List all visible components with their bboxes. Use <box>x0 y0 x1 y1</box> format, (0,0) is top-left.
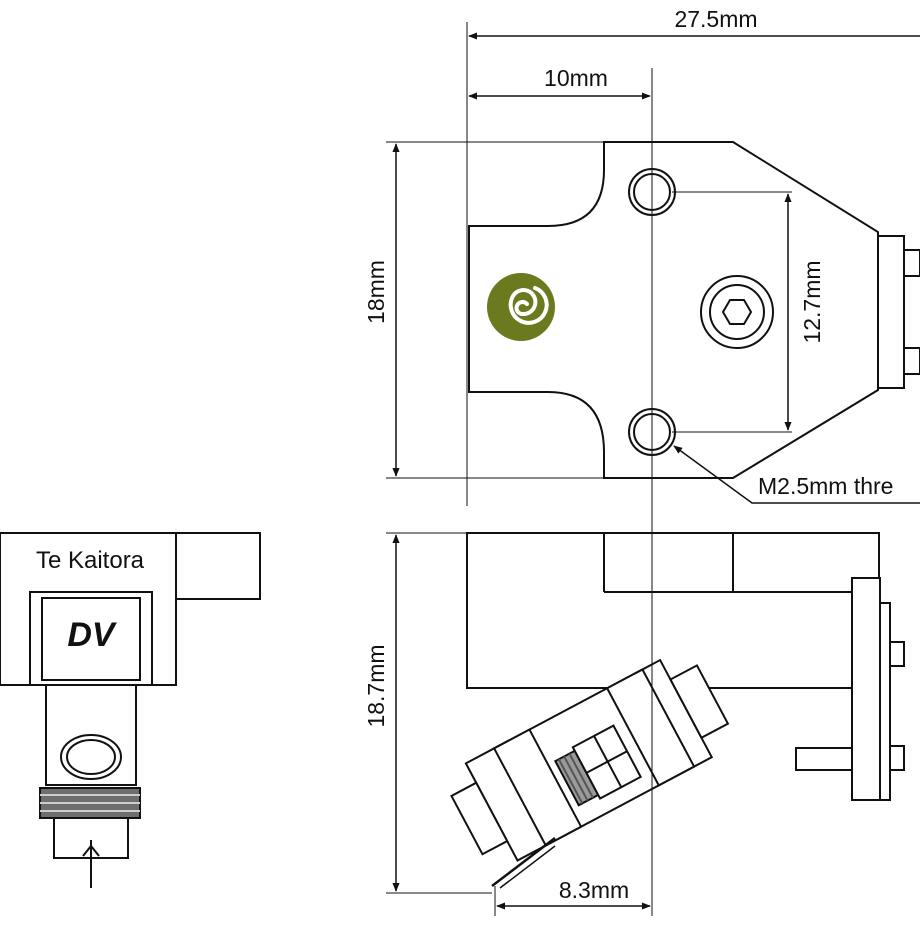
thread-leader-line <box>673 445 920 504</box>
brand-label: Te Kaitora <box>36 547 145 574</box>
spiral-logo-icon <box>487 273 555 341</box>
dv-logo-icon: DV <box>67 616 118 654</box>
dim-mount-offset: 10mm <box>544 65 608 91</box>
side-view <box>450 532 905 889</box>
side-view-pin-1 <box>889 641 905 667</box>
top-view-body-outline <box>468 141 879 479</box>
dim-body-height-top: 18mm <box>363 260 389 324</box>
cantilever <box>491 837 556 887</box>
hex-screw-icon <box>700 275 774 349</box>
dim-hole-spacing: 12.7mm <box>799 260 825 343</box>
dim-stylus-offset: 8.3mm <box>559 877 629 903</box>
side-view-pin-tail <box>795 747 853 771</box>
dim-total-length: 27.5mm <box>674 6 757 32</box>
side-view-housing <box>466 532 880 689</box>
dim-thread-note: M2.5mm thre <box>758 473 893 499</box>
side-view-terminal-plate <box>851 577 881 801</box>
generator-assembly <box>450 658 730 862</box>
top-view-pin-2 <box>903 347 920 375</box>
dim-body-height-side: 18.7mm <box>363 644 389 727</box>
front-view-mount-bar <box>175 532 261 600</box>
logo-plate <box>41 597 141 681</box>
side-view-pin-2 <box>889 745 905 771</box>
top-view-terminal-block <box>877 235 905 389</box>
front-view <box>0 532 261 888</box>
top-view <box>468 141 920 479</box>
top-view-pin-1 <box>903 249 920 277</box>
